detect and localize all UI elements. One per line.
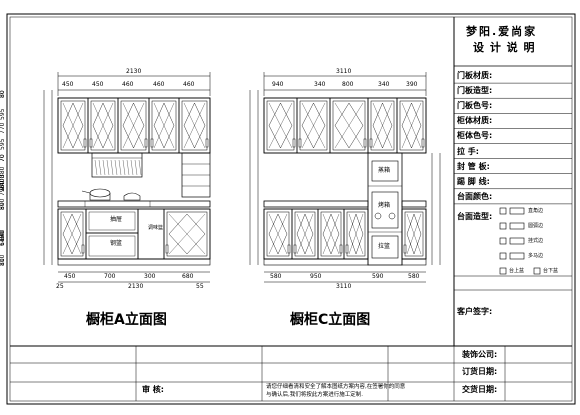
countertop-shape-label: 台面造型:: [457, 212, 493, 221]
a-label-drawer2: 钢篮: [110, 240, 123, 247]
a-bottom-dim-2: 300: [144, 273, 156, 280]
c-right-dim-3: 80: [0, 258, 6, 266]
c-left-dim-3: 70: [0, 154, 6, 162]
delivery-date-label: 交货日期:: [462, 385, 498, 394]
basin-option-1: 台下盆: [543, 268, 559, 274]
spec-field-7: 踢 脚 线:: [457, 176, 490, 186]
a-top-overall: 2130: [126, 68, 142, 75]
spec-field-4: 柜体色号:: [457, 131, 493, 141]
company-name: 梦阳.爱尚家: [466, 25, 538, 38]
c-left-dim-1: 595: [0, 108, 6, 120]
countertop-edge-options: [499, 207, 541, 275]
c-right-dim-1: 590: [0, 198, 6, 210]
c-label-drawer: 拉篮: [378, 243, 391, 250]
elevation-a-caption: 橱柜A立面图: [86, 312, 167, 328]
spec-field-1: 门板造型:: [457, 86, 493, 96]
edge-checkbox-0: [499, 207, 507, 215]
review-label: 审 核:: [142, 385, 164, 394]
c-bottom-dim-3: 580: [408, 273, 420, 280]
notice-line-1: 请您仔细看清和安全了解本图纸方案内容,在签署你的同意: [266, 384, 406, 390]
c-label-oven: 烤箱: [378, 202, 391, 209]
basin-option-0: 台上盆: [509, 268, 525, 274]
c-upper-dim-3: 340: [378, 81, 390, 88]
spec-field-6: 封 管 板:: [457, 161, 490, 171]
elevation-a: [43, 72, 211, 283]
edge-checkbox-3: [499, 252, 507, 260]
edge-checkbox-2: [499, 237, 507, 245]
c-bottom-overall: 3110: [336, 283, 352, 290]
field-lines: [454, 82, 572, 291]
a-bottom-overall-b: 2130: [128, 283, 144, 290]
c-left-dim-2: 595: [0, 138, 6, 150]
order-date-label: 订货日期:: [462, 367, 498, 376]
inner-border: [9, 16, 573, 402]
edge-option-1: 圆弧边: [528, 223, 544, 229]
a-bottom-dim-0: 450: [64, 273, 76, 280]
c-upper-dim-1: 340: [314, 81, 326, 88]
c-label-microwave: 蒸箱: [378, 167, 391, 174]
spec-field-3: 柜体材质:: [457, 116, 493, 126]
a-upper-dim-4: 460: [183, 81, 195, 88]
a-label-drawer1: 抽屉: [110, 216, 123, 223]
elevation-c: [249, 72, 441, 283]
a-left-dim-1: 770: [0, 122, 6, 134]
outer-border: [6, 13, 576, 405]
a-bottom-overall-a: 25: [56, 283, 64, 290]
spec-field-0: 门板材质:: [457, 71, 493, 80]
a-bottom-dim-4: 680: [182, 273, 194, 280]
c-upper-dim-4: 390: [406, 81, 418, 88]
edge-option-2: 挂式边: [528, 238, 544, 244]
spec-field-8: 台面颜色:: [457, 191, 493, 201]
elevation-c-caption: 橱柜C立面图: [290, 312, 371, 328]
a-label-spice: 调味篮: [148, 225, 164, 231]
edge-option-0: 直角边: [528, 208, 544, 214]
a-bottom-dim-1: 700: [104, 273, 116, 280]
c-right-dim-0: 380: [0, 166, 6, 178]
notice-line-2: 与确认后,我们将按此方案进行施工定制.: [266, 392, 363, 398]
c-bottom-dim-0: 580: [270, 273, 282, 280]
decoration-company-label: 装饰公司:: [462, 350, 498, 359]
c-bottom-dim-1: 950: [310, 273, 322, 280]
c-left-dim-0: 80: [0, 90, 6, 98]
client-sign-label: 客户签字:: [457, 307, 493, 316]
a-upper-dim-3: 460: [153, 81, 165, 88]
a-upper-dim-0: 450: [62, 81, 74, 88]
c-bottom-dim-2: 590: [372, 273, 384, 280]
c-upper-dim-2: 800: [342, 81, 354, 88]
spec-field-5: 拉 手:: [457, 146, 479, 156]
a-upper-dim-2: 460: [122, 81, 134, 88]
edge-checkbox-1: [499, 222, 507, 230]
edge-option-3: 多马边: [528, 253, 544, 259]
c-top-overall: 3110: [336, 68, 352, 75]
c-right-dim-2: 640: [0, 234, 6, 246]
a-bottom-overall-c: 55: [196, 283, 204, 290]
doc-title: 设 计 说 明: [473, 41, 536, 54]
c-upper-dim-0: 940: [272, 81, 284, 88]
a-upper-dim-1: 450: [92, 81, 104, 88]
spec-field-2: 门板色号:: [457, 101, 493, 111]
